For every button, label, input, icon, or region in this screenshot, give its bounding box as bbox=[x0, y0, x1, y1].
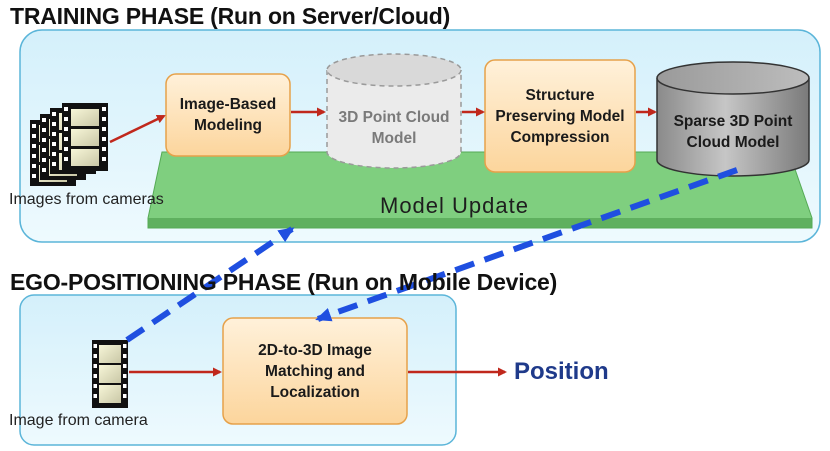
arrow-image-to-model-update bbox=[125, 226, 295, 343]
ego-phase-title: EGO-POSITIONING PHASE (Run on Mobile Dev… bbox=[10, 269, 558, 295]
image-matching-box bbox=[222, 317, 408, 425]
image-from-camera-caption: Image from camera bbox=[9, 412, 148, 429]
arrow-images-to-modeling bbox=[109, 114, 166, 144]
camera-images-icon bbox=[30, 103, 108, 186]
sparse-point-cloud-label: Sparse 3D Point Cloud Model bbox=[673, 113, 793, 151]
model-compression-box bbox=[484, 59, 636, 173]
image-based-modeling-box bbox=[165, 73, 291, 157]
dense-point-cloud-label: 3D Point Cloud Model bbox=[338, 109, 450, 147]
dense-point-cloud-cylinder bbox=[326, 53, 462, 169]
position-label: Position bbox=[514, 358, 609, 385]
images-from-cameras-caption: Images from cameras bbox=[9, 191, 164, 208]
camera-image-icon bbox=[92, 340, 128, 408]
image-based-modeling-label: Image-Based Modeling bbox=[179, 96, 277, 134]
model-compression-label: Structure Preserving Model Compression bbox=[495, 86, 625, 146]
training-phase-title: TRAINING PHASE (Run on Server/Cloud) bbox=[10, 3, 451, 29]
model-update-label: Model Update bbox=[380, 193, 529, 218]
image-matching-label: 2D-to-3D Image Matching and Localization bbox=[258, 341, 372, 401]
sparse-point-cloud-cylinder bbox=[656, 61, 810, 177]
arrow-sparse-to-matching bbox=[315, 167, 739, 322]
